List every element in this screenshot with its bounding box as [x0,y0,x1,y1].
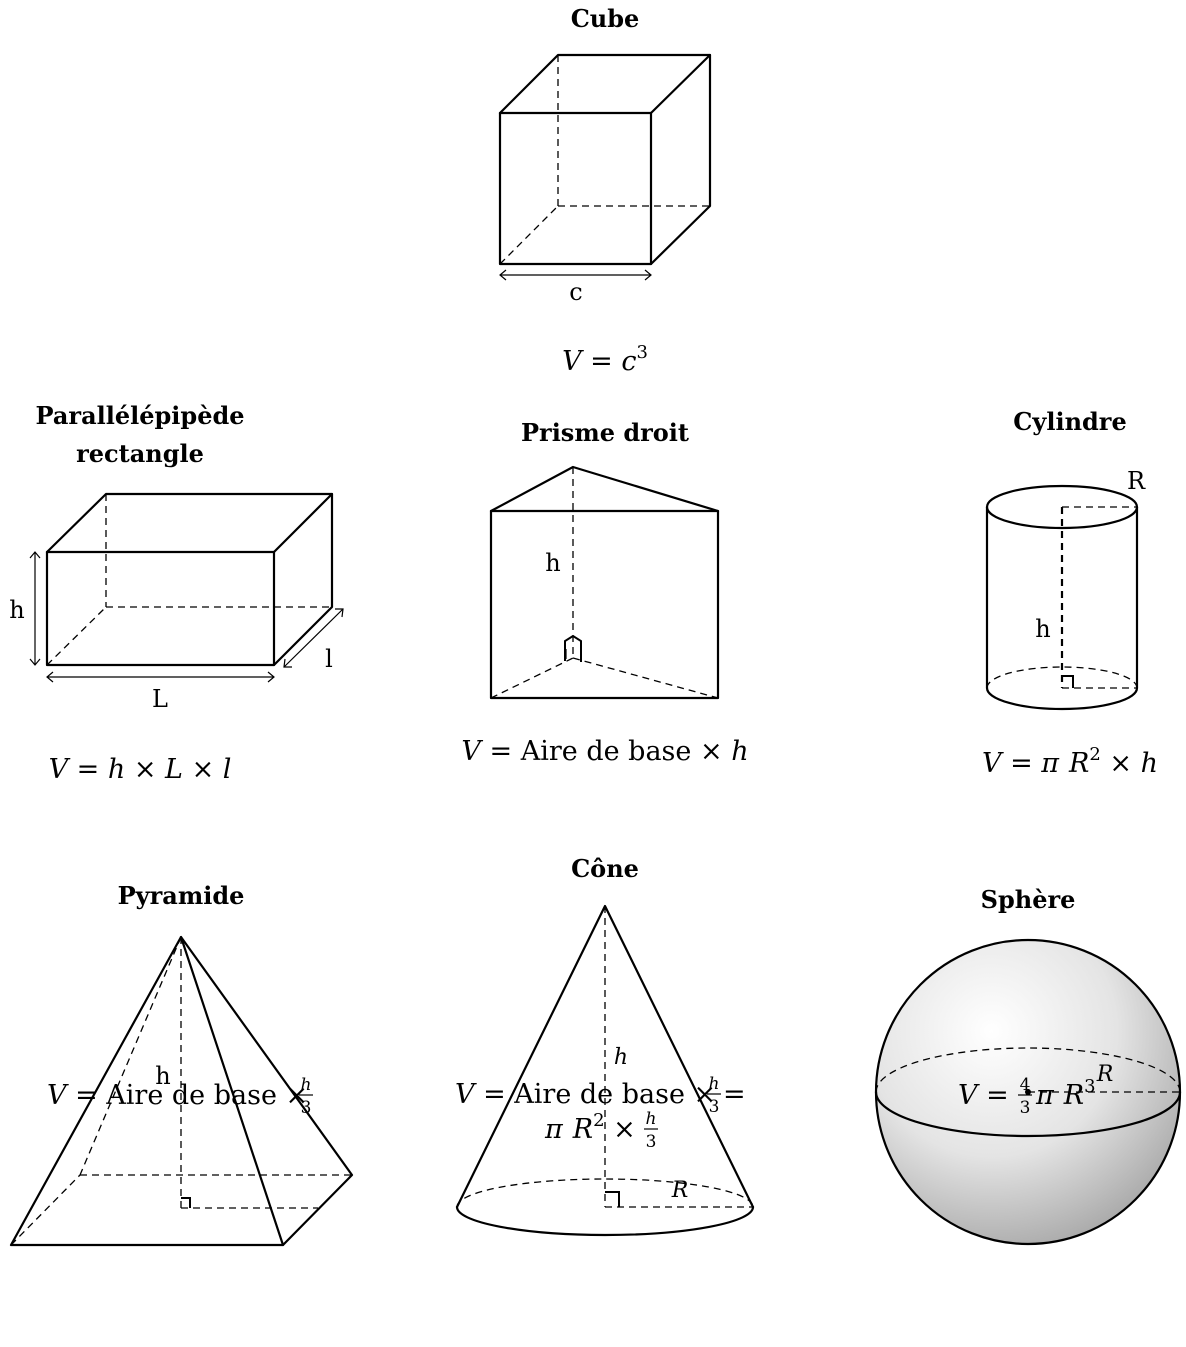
prism-visible-edges [489,465,720,700]
cube-formula: V = c3 [562,342,648,377]
prism-figure: Prisme droit h V = Aire de base × h [461,418,748,767]
sphere-radius-label: R [1096,1062,1114,1087]
prism-hidden-edges [490,467,719,699]
parallelepiped-height-label: h [9,596,24,624]
svg-text:V = Aire de base ×: V = Aire de base × [47,1080,308,1111]
pyramid-formula-numerator: h [301,1075,312,1095]
pyramid-height-label: h [155,1062,170,1090]
cube-edge-label: c [569,278,582,306]
pyramid-formula-denominator: 3 [301,1098,312,1118]
parallelepiped-depth-label: l [325,645,333,673]
cone-formula-numerator-2: h [646,1109,657,1129]
parallelepiped-formula: V = h × L × l [49,754,232,785]
cone-height-label: h [614,1045,628,1070]
pyramid-right-angle [181,1197,191,1208]
cone-formula-denominator: 3 [709,1097,720,1117]
parallelepiped-figure: Parallélépipède rectangle h l [9,401,344,785]
parallelepiped-length-label: L [152,685,168,713]
parallelepiped-hidden-edges [46,494,332,666]
pyramid-title: Pyramide [118,881,245,910]
prism-title: Prisme droit [521,418,689,447]
sphere-center-point [1025,1089,1031,1095]
parallelepiped-height-arrow [29,551,41,666]
cube-hidden-edges [499,55,710,265]
cone-formula-equals: = [723,1079,746,1110]
pyramid-figure: Pyramide h V = Aire de base × h 3 [9,881,354,1247]
cone-formula-numerator: h [709,1074,720,1094]
cone-formula-denominator-2: 3 [646,1132,657,1152]
pyramid-formula: V = Aire de base × h 3 [47,1075,313,1118]
cone-title: Cône [571,854,639,883]
parallelepiped-title-line1: Parallélépipède [35,401,244,430]
sphere-formula-numerator: 4 [1020,1075,1031,1095]
prism-right-angle [564,634,582,662]
cone-hidden-lines [456,906,754,1208]
sphere-equator [874,1090,1182,1138]
cube-dimension-arrow [499,269,652,281]
prism-height-label: h [545,549,560,577]
pyramid-visible-edges [9,935,354,1247]
cube-figure: Cube c V = c3 [498,4,712,377]
cylinder-visible-edges [985,484,1139,711]
svg-text:V =: V = [958,1080,1009,1111]
svg-text:πR2 ×: πR2 × [544,1110,636,1145]
cylinder-hidden-lines [986,506,1138,689]
parallelepiped-title-line2: rectangle [76,439,204,468]
cube-visible-edges [498,53,712,266]
cone-radius-label: R [671,1178,689,1203]
cone-right-angle [605,1191,620,1207]
cylinder-height-label: h [1035,615,1050,643]
cylinder-radius-label: R [1127,467,1146,495]
sphere-formula-denominator: 3 [1020,1098,1031,1118]
cylinder-right-angle [1062,675,1074,688]
parallelepiped-depth-arrow [283,608,344,668]
pyramid-hidden-edges [10,936,352,1246]
sphere-equator-hidden [875,1047,1181,1093]
cylinder-title: Cylindre [1013,407,1126,436]
sphere-title: Sphère [981,885,1076,914]
svg-text:πR3: πR3 [1035,1076,1096,1111]
parallelepiped-length-arrow [46,671,275,683]
parallelepiped-visible-edges [45,492,334,667]
cube-title: Cube [571,4,640,33]
cone-visible-edges [455,904,755,1237]
svg-text:V = Aire de base ×: V = Aire de base × [455,1079,716,1110]
prism-formula: V = Aire de base × h [461,736,748,767]
